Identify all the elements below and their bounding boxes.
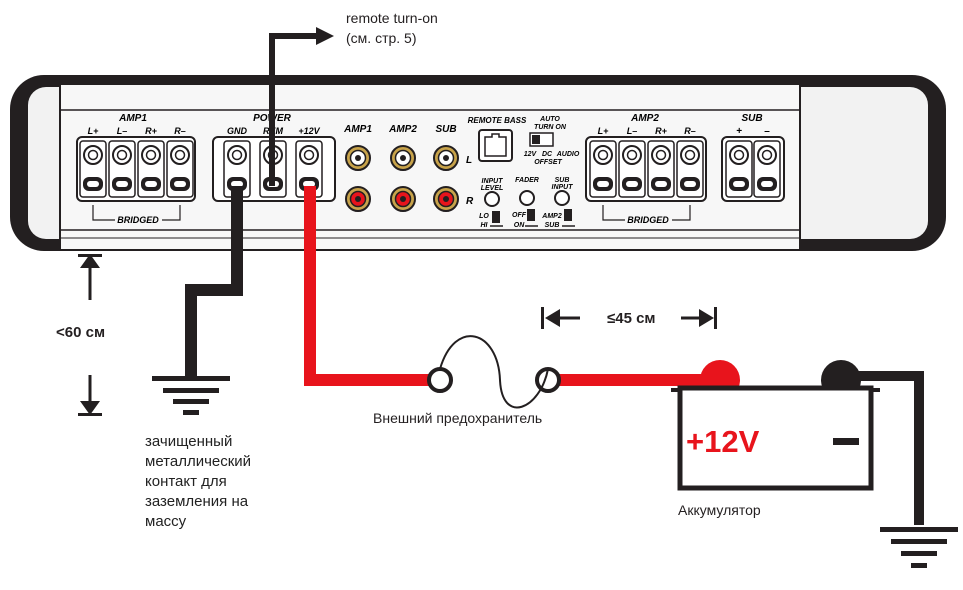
speaker-terminal <box>589 140 617 198</box>
ground-wire <box>152 186 243 415</box>
svg-text:OFF: OFF <box>512 212 527 219</box>
remote-wire <box>269 27 334 186</box>
fuse-distance-dimension: ≤45 см <box>541 307 717 329</box>
speaker-terminal <box>618 140 646 198</box>
speaker-terminal <box>647 140 675 198</box>
speaker-terminal <box>676 140 704 198</box>
svg-text:L+: L+ <box>598 126 609 136</box>
amp1-term-label: R– <box>174 126 186 136</box>
svg-text:AUDIO: AUDIO <box>556 151 580 158</box>
power-terminal <box>295 140 323 198</box>
svg-text:R+: R+ <box>655 126 667 136</box>
svg-text:L–: L– <box>627 126 638 136</box>
sub-input-knob <box>554 190 570 206</box>
fader-switch <box>527 209 535 221</box>
rca-left-label: L <box>466 155 472 166</box>
amp2-bridged: BRIDGED <box>627 215 669 225</box>
sub-title: SUB <box>741 113 762 124</box>
speaker-terminal <box>137 140 165 198</box>
rca-jack <box>390 186 416 212</box>
svg-text:+: + <box>736 126 742 137</box>
svg-text:TURN ON: TURN ON <box>534 124 567 131</box>
amp2-terminal-block: AMP2 L+ L– R+ R– BRIDGED <box>585 113 707 225</box>
battery-ground-icon <box>880 527 958 568</box>
svg-text:LO: LO <box>479 213 489 220</box>
svg-text:ON: ON <box>514 222 525 229</box>
battery: +12V <box>671 360 880 491</box>
rca-jack <box>345 186 371 212</box>
amp1-title: AMP1 <box>118 113 147 124</box>
fader-knob <box>519 190 535 206</box>
amp1-term-label: L+ <box>88 126 99 136</box>
svg-text:AMP2: AMP2 <box>541 213 562 220</box>
speaker-terminal <box>166 140 194 198</box>
svg-text:INPUT: INPUT <box>552 184 574 191</box>
svg-text:OFFSET: OFFSET <box>534 159 562 166</box>
sub-terminal-block: SUB + – <box>721 113 785 202</box>
svg-text:12V: 12V <box>524 151 538 158</box>
left-arrow-icon <box>545 309 560 327</box>
lo-hi-switch <box>492 211 500 223</box>
svg-text:AUTO: AUTO <box>539 116 560 123</box>
rca-inputs: AMP1 AMP2 SUB L R <box>343 124 474 212</box>
speaker-terminal <box>79 140 107 198</box>
battery-ground-wire <box>841 371 958 568</box>
fuse-distance-label: ≤45 см <box>607 310 656 327</box>
chassis-ground-icon <box>152 376 230 415</box>
rca-jack <box>433 186 459 212</box>
svg-text:R–: R– <box>684 126 696 136</box>
amp1-term-label: R+ <box>145 126 157 136</box>
battery-minus-mark <box>833 438 859 445</box>
remote-turn-on-label: remote turn-on <box>346 10 438 26</box>
power-wire <box>304 186 722 386</box>
rca-jack <box>345 145 371 171</box>
amp1-bridged: BRIDGED <box>117 215 159 225</box>
battery-label: Аккумулятор <box>678 502 761 518</box>
gnd-label: GND <box>227 126 248 136</box>
down-arrow-icon <box>80 401 100 415</box>
amp2-title: AMP2 <box>630 113 659 124</box>
ground-length-dimension: <60 см <box>56 254 105 416</box>
remote-page-ref: (см. стр. 5) <box>346 30 417 46</box>
svg-text:INPUT: INPUT <box>482 178 504 185</box>
svg-text:FADER: FADER <box>515 177 539 184</box>
svg-text:SUB: SUB <box>545 222 560 229</box>
ground-length-label: <60 см <box>56 324 105 341</box>
controls-section: REMOTE BASS AUTO TURN ON 12V DC AUDIO OF… <box>468 116 580 229</box>
svg-text:LEVEL: LEVEL <box>481 185 504 192</box>
speaker-terminal <box>108 140 136 198</box>
rca-head: AMP1 <box>343 124 372 135</box>
rca-jack <box>433 145 459 171</box>
ground-note: зачищенный металлический контакт для заз… <box>145 433 252 530</box>
fuse <box>427 335 561 409</box>
plus12v-label: +12V <box>298 126 320 136</box>
input-level-knob <box>484 191 500 207</box>
rca-head: SUB <box>435 124 456 135</box>
svg-text:SUB: SUB <box>555 177 570 184</box>
amp1-term-label: L– <box>117 126 128 136</box>
battery-plus-label: +12V <box>686 424 760 459</box>
amp2-sub-switch <box>564 209 572 221</box>
speaker-terminal <box>725 140 753 198</box>
amp1-terminal-block: AMP1 L+ L– R+ R– BRIDGED <box>76 113 196 225</box>
fuse-label: Внешний предохранитель <box>373 410 542 426</box>
rca-right-label: R <box>466 196 474 207</box>
right-arrow-icon <box>699 309 714 327</box>
remote-bass-label: REMOTE BASS <box>468 116 527 125</box>
fuse-terminal <box>427 367 453 393</box>
svg-text:–: – <box>764 126 770 137</box>
speaker-terminal <box>753 140 781 198</box>
svg-text:DC: DC <box>542 151 553 158</box>
rca-jack <box>390 145 416 171</box>
svg-text:HI: HI <box>481 222 489 229</box>
rca-head: AMP2 <box>388 124 417 135</box>
